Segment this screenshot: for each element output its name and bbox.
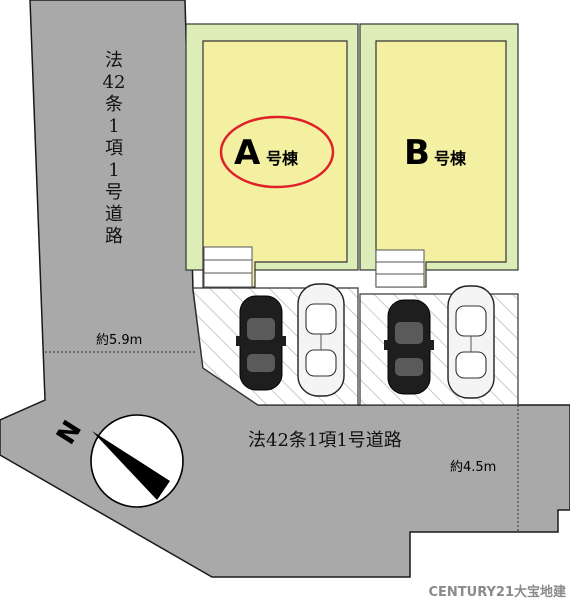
svg-text:道: 道 bbox=[105, 204, 123, 225]
car-black-a bbox=[236, 295, 286, 391]
car-black-b bbox=[384, 299, 434, 395]
lot-b-steps bbox=[375, 249, 425, 288]
lot-b bbox=[359, 23, 519, 288]
horizontal-road-width: 約4.5m bbox=[450, 460, 496, 475]
lot-a-building bbox=[202, 40, 348, 288]
lot-a-letter: A bbox=[234, 133, 261, 173]
svg-text:1: 1 bbox=[108, 116, 119, 137]
watermark: CENTURY21大宝地建 bbox=[428, 584, 566, 600]
svg-text:項: 項 bbox=[105, 138, 123, 159]
car-white-a bbox=[297, 283, 345, 397]
compass-arrow bbox=[92, 431, 170, 500]
car-white-b bbox=[447, 285, 495, 399]
parking-a bbox=[192, 283, 359, 406]
lot-b-suffix: 号棟 bbox=[434, 149, 467, 168]
lot-b-letter: B bbox=[404, 133, 430, 173]
vertical-road-label: 法 42 条 1 項 1 号 道 路 bbox=[103, 50, 126, 247]
svg-text:法: 法 bbox=[105, 50, 123, 71]
parking-b bbox=[359, 285, 519, 406]
svg-text:号: 号 bbox=[105, 182, 123, 203]
lot-a bbox=[185, 23, 359, 288]
lot-a-highlight-ring bbox=[219, 115, 335, 189]
vertical-road-width: 約5.9m bbox=[96, 333, 142, 348]
lot-a-steps bbox=[203, 246, 253, 288]
svg-text:42: 42 bbox=[103, 72, 126, 93]
svg-text:条: 条 bbox=[105, 94, 123, 115]
svg-text:1: 1 bbox=[108, 160, 119, 181]
horizontal-road-label: 法42条1項1号道路 bbox=[248, 430, 402, 451]
svg-text:路: 路 bbox=[105, 226, 123, 247]
lot-a-suffix: 号棟 bbox=[266, 149, 299, 168]
